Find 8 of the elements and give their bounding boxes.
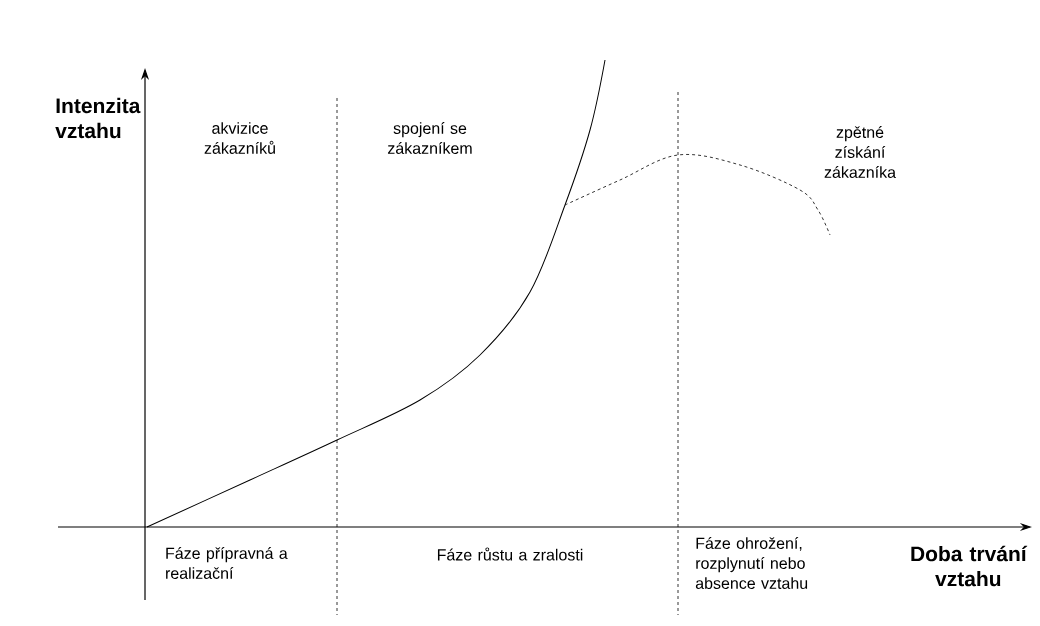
phase-label: Fáze růstu a zralosti [437, 547, 583, 561]
phase-label: zpětné získání zákazníka [824, 126, 896, 178]
phase-label: Fáze přípravná a realizační [166, 547, 288, 579]
phase-label: akvizice zákazníků [204, 122, 275, 154]
axis-title: Doba trvání vztahu [911, 545, 1028, 587]
phase-label: Fáze ohrožení, rozplynutí nebo absence vztahu [695, 537, 808, 589]
axis-title: Intenzita vztahu [55, 97, 141, 139]
phase-label: spojení se zákazníkem [387, 122, 472, 154]
